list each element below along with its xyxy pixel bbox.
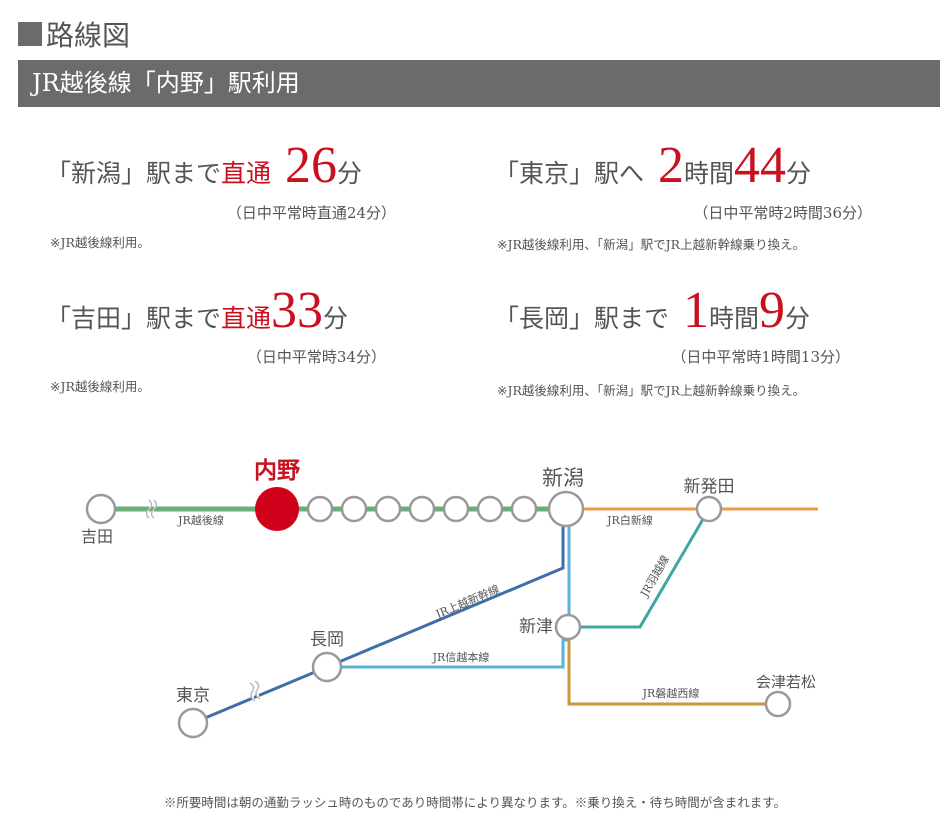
break-marks [145,499,261,702]
station-tokyo [177,707,209,739]
station-niitsu [554,613,582,641]
route-nagaoka-note: ※JR越後線利用、「新潟」駅でJR上越新幹線乗り換え。 [497,383,806,398]
label-niigata: 新潟 [542,466,584,490]
label-line-joetsu: JR上越新幹線 [433,582,502,622]
label-niitsu: 新津 [519,617,553,637]
unit: 分 [323,304,349,333]
direct-label: 直通 [221,304,272,333]
station-uchino [255,487,299,531]
unit: 分 [337,159,363,188]
line-joetsu-shinkansen [192,525,565,725]
station-minor [442,495,470,523]
station-minor [408,495,436,523]
station-yoshida [85,493,117,525]
route-yoshida-note: ※JR越後線利用。 [50,379,150,394]
line-uetsu [569,508,711,629]
unit: 時間 [709,304,760,333]
station-minor [306,495,334,523]
unit: 時間 [684,159,735,188]
label-nagaoka: 長岡 [310,630,344,650]
break-mark-icon [254,680,261,700]
station-minor [476,495,504,523]
station-aizu [764,690,792,718]
station-minor [340,495,368,523]
line-shinetsu [327,525,571,669]
minutes: 26 [285,137,338,194]
footer-note: ※所要時間は朝の通勤ラッシュ時のものであり時間帯により異なります。※乗り換え・待… [163,795,787,810]
break-mark-icon [249,682,256,702]
direct-label: 直通 [221,159,272,188]
label-yoshida: 吉田 [81,527,113,546]
label-tokyo: 東京 [176,686,210,706]
route-label: 「長岡」駅まで [494,304,670,333]
label-line-shinetsu: JR信越本線 [432,650,490,664]
break-mark-icon [145,499,153,519]
route-tokyo-offpeak: （日中平常時2時間36分） [693,204,872,222]
unit: 分 [785,304,811,333]
label-line-uetsu: JR羽越線 [637,553,672,600]
station-nagaoka [311,651,343,683]
route-label: 「新潟」駅まで [46,159,222,188]
station-banner: JR越後線「内野」駅利用 [18,60,940,107]
route-niigata-offpeak: （日中平常時直通24分） [226,204,396,222]
section-title: 路線図 [18,14,130,54]
label-line-banetsu: JR磐越西線 [642,686,700,700]
minutes: 44 [734,137,787,194]
label-line-hakushin: JR白新線 [606,513,653,527]
minutes: 33 [271,282,324,339]
station-minor [374,495,402,523]
station-shibata [695,495,723,523]
route-nagaoka-offpeak: （日中平常時1時間13分） [671,348,850,366]
route-niigata-note: ※JR越後線利用。 [50,235,150,250]
route-tokyo-note: ※JR越後線利用、「新潟」駅でJR上越新幹線乗り換え。 [497,237,806,252]
station-niigata [547,490,585,528]
label-uchino: 内野 [254,457,300,484]
label-line-echigo: JR越後線 [177,513,224,527]
route-yoshida-offpeak: （日中平常時34分） [246,348,386,366]
line-banetsu [567,640,778,706]
station-minor [510,495,538,523]
route-label: 「東京」駅へ [494,159,645,188]
section-title-text: 路線図 [46,19,131,52]
hours: 1 [683,282,710,339]
label-aizu: 会津若松 [756,673,816,691]
label-shibata: 新発田 [684,477,735,497]
hours: 2 [658,137,685,194]
unit: 分 [786,159,812,188]
route-label: 「吉田」駅まで [46,304,222,333]
square-bullet-icon [18,22,42,46]
break-mark-icon [150,499,158,519]
minutes: 9 [759,282,786,339]
